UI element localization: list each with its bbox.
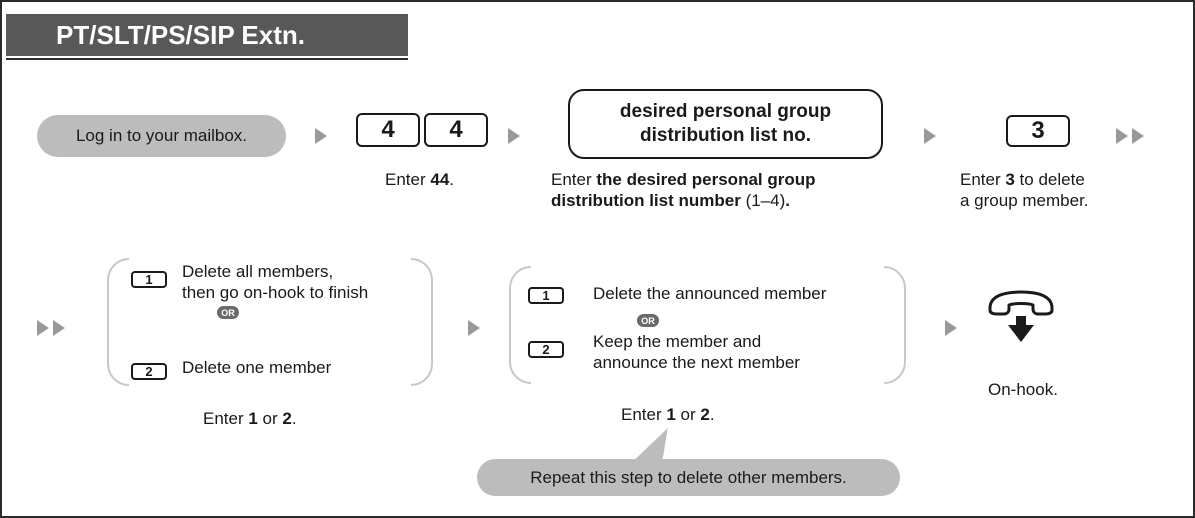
key-2-label: 2 xyxy=(145,364,153,379)
caption-text: or xyxy=(257,409,283,428)
option-text: Delete one member xyxy=(182,358,332,377)
caption-bold: 3 xyxy=(1005,170,1015,189)
key-4-second-label: 4 xyxy=(449,116,463,143)
group1-caption: Enter 1 or 2. xyxy=(203,408,297,429)
caption-text: (1–4) xyxy=(740,191,786,210)
caption-text: . xyxy=(291,409,297,428)
list-number-box: desired personal group distribution list… xyxy=(568,89,883,159)
caption-bold: 1 xyxy=(248,409,258,428)
double-arrow-icon xyxy=(1116,128,1156,144)
group2-right-bracket xyxy=(884,266,906,384)
triangle-arrow-icon xyxy=(945,320,957,336)
group1-right-bracket xyxy=(411,258,433,386)
triangle-arrow-icon xyxy=(468,320,480,336)
caption-bold: 2 xyxy=(700,405,710,424)
key-4-first: 4 xyxy=(356,113,420,147)
list-box-line1: desired personal group xyxy=(619,101,832,122)
group2-left-bracket xyxy=(509,266,531,384)
repeat-note-pill: Repeat this step to delete other members… xyxy=(477,459,900,496)
caption-text: . xyxy=(709,405,715,424)
triangle-arrow-icon xyxy=(315,128,327,144)
option-text: Delete the announced member xyxy=(593,284,827,303)
key-1: 1 xyxy=(528,287,564,304)
enter-3-caption: Enter 3 to delete a group member. xyxy=(960,169,1089,211)
key-1-label: 1 xyxy=(542,288,550,303)
key-4-first-label: 4 xyxy=(381,116,395,143)
caption-text: Enter xyxy=(385,170,431,189)
key-3-label: 3 xyxy=(1031,117,1045,144)
caption-bold: 44 xyxy=(430,170,450,189)
or-text: OR xyxy=(221,307,235,318)
option-delete-all: Delete all members, then go on-hook to f… xyxy=(182,261,368,303)
caption-text: Enter xyxy=(203,409,249,428)
key-1-label: 1 xyxy=(145,272,153,287)
key-1: 1 xyxy=(131,271,167,288)
list-box-line2: distribution list no. xyxy=(640,125,811,146)
caption-text: to delete xyxy=(1014,170,1085,189)
handset-svg xyxy=(988,290,1054,342)
group1-left-bracket xyxy=(107,258,129,386)
caption-bold: . xyxy=(785,191,790,210)
double-arrow-icon xyxy=(37,320,77,336)
key-3: 3 xyxy=(1006,115,1070,147)
option-delete-announced: Delete the announced member xyxy=(593,283,826,304)
caption-line2: a group member. xyxy=(960,191,1089,210)
group2-caption: Enter 1 or 2. xyxy=(621,404,715,425)
onhook-text: On-hook. xyxy=(988,380,1058,399)
option-keep-member: Keep the member and announce the next me… xyxy=(593,331,800,373)
or-text: OR xyxy=(641,315,655,326)
header-title: PT/SLT/PS/SIP Extn. xyxy=(6,14,408,60)
caption-bold: 2 xyxy=(282,409,292,428)
login-pill-text: Log in to your mailbox. xyxy=(75,126,248,145)
caption-bold: the desired personal group xyxy=(596,170,816,189)
triangle-arrow-icon xyxy=(508,128,520,144)
caption-text: Enter xyxy=(960,170,1006,189)
repeat-note-text: Repeat this step to delete other members… xyxy=(530,467,847,487)
onhook-caption: On-hook. xyxy=(988,379,1058,400)
triangle-arrow-icon xyxy=(924,128,936,144)
or-badge: OR xyxy=(637,314,659,327)
option-line2: announce the next member xyxy=(593,353,800,372)
caption-text: Enter xyxy=(621,405,667,424)
or-badge: OR xyxy=(217,306,239,319)
caption-text: . xyxy=(449,170,455,189)
header-title-text: PT/SLT/PS/SIP Extn. xyxy=(56,20,305,50)
option-line1: Keep the member and xyxy=(593,332,762,351)
handset-on-hook-icon xyxy=(982,288,1060,346)
caption-bold: 1 xyxy=(666,405,676,424)
option-line2: then go on-hook to finish xyxy=(182,283,369,302)
key-4-second: 4 xyxy=(424,113,488,147)
caption-text: Enter xyxy=(551,170,597,189)
login-pill: Log in to your mailbox. xyxy=(37,115,286,157)
option-delete-one: Delete one member xyxy=(182,357,331,378)
caption-bold: distribution list number xyxy=(551,191,741,210)
key-2: 2 xyxy=(528,341,564,358)
caption-text: or xyxy=(675,405,701,424)
list-number-caption: Enter the desired personal group distrib… xyxy=(551,169,891,211)
enter-44-caption: Enter 44. xyxy=(385,169,454,190)
key-2-label: 2 xyxy=(542,342,550,357)
option-line1: Delete all members, xyxy=(182,262,334,281)
key-2: 2 xyxy=(131,363,167,380)
